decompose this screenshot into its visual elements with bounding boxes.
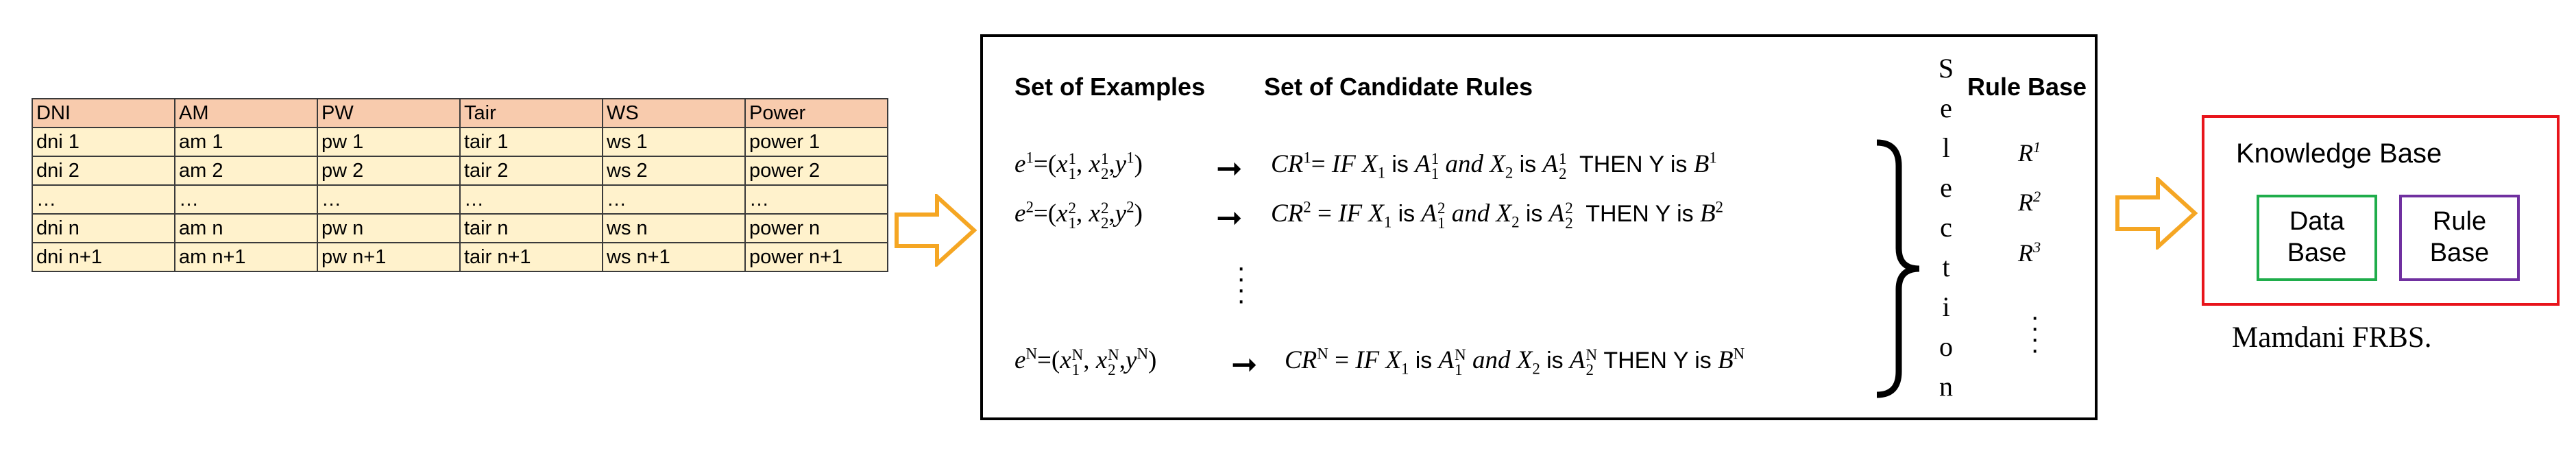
right-arrow-icon: ➞ [1231, 346, 1258, 382]
table-row: dni 1 am 1 pw 1 tair 1 ws 1 power 1 [32, 127, 888, 157]
table-cell: tair 2 [459, 156, 603, 186]
table-header-cell: Power [744, 98, 888, 128]
table-cell: … [459, 184, 603, 215]
selection-letter: o [1939, 331, 1953, 362]
table-cell: am n [174, 213, 318, 243]
table-cell: am 1 [174, 127, 318, 157]
table-header-cell: AM [174, 98, 318, 128]
table-header-row: DNI AM PW Tair WS Power [32, 98, 888, 128]
table-cell: am n+1 [174, 242, 318, 272]
table-cell: … [174, 184, 318, 215]
rule-base-heading: Rule Base [1967, 73, 2087, 101]
selection-letter: S [1938, 53, 1954, 84]
table-cell: tair 1 [459, 127, 603, 157]
candidate-rules-heading: Set of Candidate Rules [1264, 73, 1533, 101]
selection-letter: e [1940, 93, 1952, 123]
knowledge-base-title: Knowledge Base [2236, 138, 2442, 169]
table-row: … … … … … … [32, 184, 888, 215]
ellipsis-icon: ···· [1237, 252, 1246, 315]
selection-letter: n [1939, 371, 1953, 402]
knowledge-base-box: Knowledge Base Data Base Rule Base [2202, 115, 2560, 306]
right-arrow-icon: ➞ [1216, 199, 1243, 235]
table-cell: power 1 [744, 127, 888, 157]
ellipsis-icon: ···· [2030, 302, 2040, 365]
table-cell: tair n+1 [459, 242, 603, 272]
flow-arrow-icon [895, 194, 977, 267]
data-base-box: Data Base [2257, 195, 2377, 281]
rule-base-label: Rule [2432, 207, 2487, 236]
right-brace-icon [1876, 139, 1920, 398]
table-header-cell: DNI [32, 98, 175, 128]
table-cell: ws 1 [602, 127, 746, 157]
table-cell: am 2 [174, 156, 318, 186]
table-cell: power 2 [744, 156, 888, 186]
table-cell: dni 2 [32, 156, 175, 186]
table-cell: dni n [32, 213, 175, 243]
table-header-cell: PW [317, 98, 461, 128]
selection-letter: i [1942, 291, 1950, 322]
data-base-label: Base [2287, 239, 2347, 267]
rule-item: R1 [2018, 138, 2041, 167]
table-cell: … [744, 184, 888, 215]
rule-generation-box: Set of Examples Set of Candidate Rules R… [980, 34, 2098, 420]
table-cell: … [602, 184, 746, 215]
data-base-label: Data [2289, 207, 2345, 236]
rule-base-box: Rule Base [2399, 195, 2520, 281]
table-cell: pw 1 [317, 127, 461, 157]
table-cell: ws n [602, 213, 746, 243]
table-cell: dni n+1 [32, 242, 175, 272]
caption: Mamdani FRBS. [2232, 321, 2432, 354]
table-cell: pw 2 [317, 156, 461, 186]
examples-heading: Set of Examples [1014, 73, 1206, 101]
selection-letter: c [1940, 212, 1952, 243]
data-table: DNI AM PW Tair WS Power dni 1 am 1 pw 1 … [32, 98, 888, 272]
table-cell: dni 1 [32, 127, 175, 157]
table-cell: ws 2 [602, 156, 746, 186]
rule-item: R2 [2018, 188, 2041, 216]
table-header-cell: Tair [459, 98, 603, 128]
table-cell: power n [744, 213, 888, 243]
table-row: dni 2 am 2 pw 2 tair 2 ws 2 power 2 [32, 156, 888, 186]
flow-arrow-icon [2115, 177, 2198, 250]
rule-base-label: Base [2429, 239, 2490, 267]
table-header-cell: WS [602, 98, 746, 128]
table-cell: … [32, 184, 175, 215]
selection-letter: t [1942, 252, 1950, 282]
table-cell: ws n+1 [602, 242, 746, 272]
table-cell: power n+1 [744, 242, 888, 272]
table-cell: tair n [459, 213, 603, 243]
table-cell: pw n [317, 213, 461, 243]
table-cell: pw n+1 [317, 242, 461, 272]
right-arrow-icon: ➞ [1216, 150, 1243, 186]
table-cell: … [317, 184, 461, 215]
table-row: dni n+1 am n+1 pw n+1 tair n+1 ws n+1 po… [32, 242, 888, 272]
selection-letter: l [1942, 132, 1950, 163]
table-row: dni n am n pw n tair n ws n power n [32, 213, 888, 243]
selection-letter: e [1940, 172, 1952, 203]
rule-item: R3 [2018, 239, 2041, 267]
